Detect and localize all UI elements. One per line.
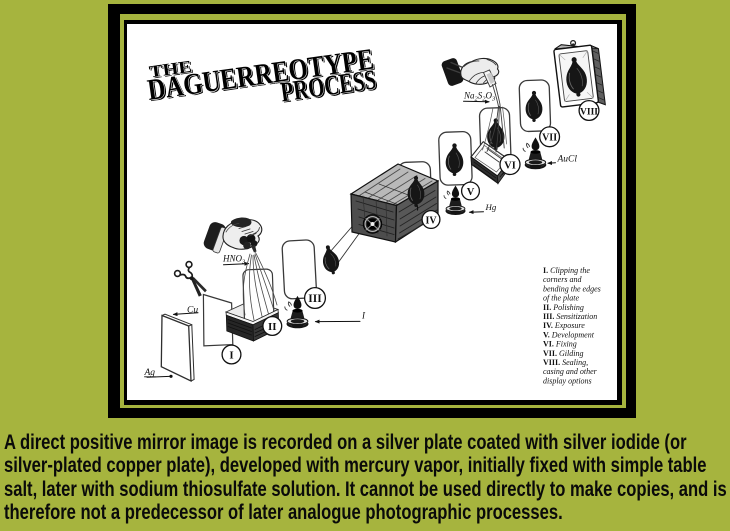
svg-text:display options: display options xyxy=(543,376,592,385)
svg-text:I: I xyxy=(229,349,233,361)
svg-text:HNO3: HNO3 xyxy=(222,253,246,265)
svg-text:IV. Exposure: IV. Exposure xyxy=(543,321,585,330)
svg-text:Na2S2O3: Na2S2O3 xyxy=(463,90,496,102)
svg-text:corners and: corners and xyxy=(543,275,582,284)
svg-text:Hg: Hg xyxy=(485,202,497,212)
svg-text:Ag: Ag xyxy=(144,368,156,378)
svg-text:VIII. Sealing,: VIII. Sealing, xyxy=(543,358,588,367)
svg-text:Cu: Cu xyxy=(187,305,198,315)
svg-text:VI. Fixing: VI. Fixing xyxy=(543,339,577,348)
svg-text:I: I xyxy=(361,310,366,320)
svg-text:bending the edges: bending the edges xyxy=(543,284,601,293)
svg-text:AuCl: AuCl xyxy=(557,154,578,164)
svg-text:II. Polishing: II. Polishing xyxy=(543,302,584,311)
svg-text:VI: VI xyxy=(504,160,516,171)
svg-text:IV: IV xyxy=(425,215,437,226)
svg-text:of the plate: of the plate xyxy=(543,293,579,302)
svg-text:III. Sensitization: III. Sensitization xyxy=(543,312,597,321)
svg-text:V: V xyxy=(467,186,475,197)
svg-text:VII. Gilding: VII. Gilding xyxy=(543,348,583,357)
svg-text:I. Clipping the: I. Clipping the xyxy=(543,266,590,275)
svg-text:II: II xyxy=(268,321,277,333)
svg-text:III: III xyxy=(308,293,322,305)
svg-text:casing and other: casing and other xyxy=(543,367,598,376)
svg-text:VIII: VIII xyxy=(580,107,598,117)
svg-text:VII: VII xyxy=(542,132,557,143)
svg-text:V. Development: V. Development xyxy=(543,330,595,339)
